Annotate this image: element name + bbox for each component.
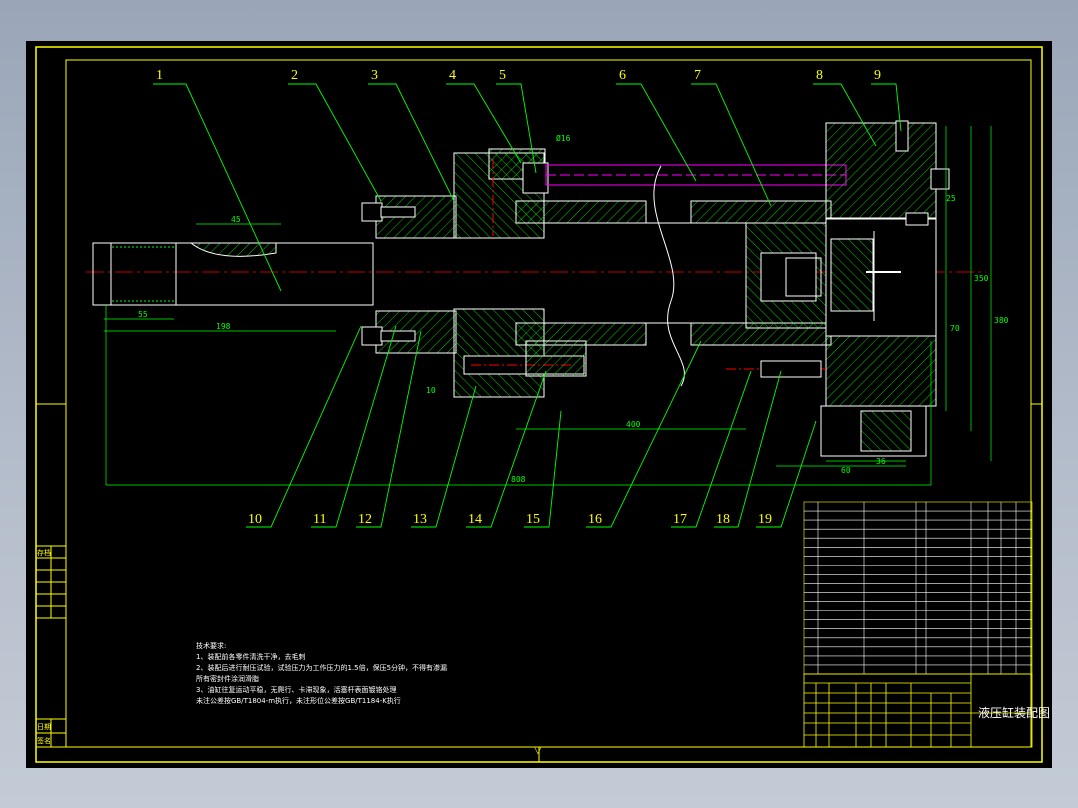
balloon-4: 4: [449, 68, 456, 83]
balloon-15: 15: [526, 512, 540, 527]
dim-55: 55: [138, 310, 148, 319]
balloon-12: 12: [358, 512, 372, 527]
balloon-8: 8: [816, 68, 823, 83]
balloon-1: 1: [156, 68, 163, 83]
dimensions: [104, 126, 992, 486]
balloon-2: 2: [291, 68, 298, 83]
side-label-top: 存档: [37, 548, 51, 557]
dim-380: 380: [994, 316, 1009, 325]
dim-phi16: Ø16: [556, 133, 571, 143]
balloon-18: 18: [716, 512, 730, 527]
balloon-19: 19: [758, 512, 772, 527]
dim-25: 25: [946, 194, 956, 203]
notes-line-4: 3、油缸往复运动平稳，无爬行、卡滞现象，活塞杆表面镀铬处理: [196, 685, 396, 694]
balloon-14: 14: [468, 512, 482, 527]
parts-list: [803, 501, 1033, 675]
dim-60: 60: [841, 466, 851, 475]
notes-line-3: 所有密封件涂润滑脂: [196, 674, 259, 683]
gland: [361, 195, 457, 354]
notes-title: 技术要求:: [196, 641, 226, 650]
dim-350: 350: [974, 274, 989, 283]
drawing-sheet: ▽ 存档 日期 签名: [26, 41, 1052, 768]
balloon-3: 3: [371, 68, 378, 83]
piston: [745, 222, 827, 329]
balloon-10: 10: [248, 512, 262, 527]
drawing-title: 液压缸装配图: [978, 705, 1050, 720]
side-table: [35, 545, 67, 748]
rear-cap: [726, 120, 950, 457]
notes-line-1: 1、装配前各零件清洗干净，去毛刺: [196, 652, 305, 661]
balloon-5: 5: [499, 68, 506, 83]
dim-198: 198: [216, 322, 231, 331]
balloon-7: 7: [694, 68, 701, 83]
balloon-9: 9: [874, 68, 881, 83]
sheet-border: ▽: [35, 46, 1043, 763]
dim-45: 45: [231, 215, 241, 224]
leader-lines: [153, 83, 902, 528]
dim-808: 808: [511, 475, 526, 484]
balloon-13: 13: [413, 512, 427, 527]
dim-70: 70: [950, 324, 960, 333]
dim-36: 36: [876, 457, 886, 466]
balloon-6: 6: [619, 68, 626, 83]
svg-text:▽: ▽: [534, 745, 542, 756]
assembly-drawing: ▽ 存档 日期 签名: [35, 46, 1050, 763]
dimension-texts: 45 55 198 808 400 60 36 25 350 380 70 Ø1…: [138, 133, 1009, 484]
dim-10: 10: [426, 386, 436, 395]
piston-rod: [92, 242, 374, 306]
dim-400: 400: [626, 420, 641, 429]
notes-line-5: 未注公差按GB/T1804-m执行，未注形位公差按GB/T1184-K执行: [196, 696, 401, 705]
side-label-date: 日期: [37, 723, 51, 731]
technical-notes: 技术要求: 1、装配前各零件清洗干净，去毛刺 2、装配后进行耐压试验，试验压力为…: [196, 641, 447, 705]
break-line: [653, 165, 685, 387]
notes-line-2: 2、装配后进行耐压试验，试验压力为工作压力的1.5倍，保压5分钟，不得有渗漏: [196, 663, 447, 672]
title-block: [803, 673, 1033, 748]
side-label-sign: 签名: [37, 736, 51, 745]
balloon-17: 17: [673, 512, 687, 527]
balloon-16: 16: [588, 512, 602, 527]
balloon-11: 11: [313, 512, 326, 527]
